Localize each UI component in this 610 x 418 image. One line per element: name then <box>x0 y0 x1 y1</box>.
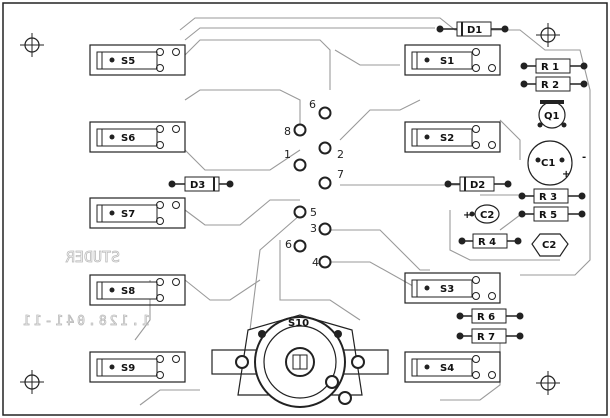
switch-s5: S5 <box>89 44 186 76</box>
copper-traces <box>134 17 591 406</box>
label-r2: R 2 <box>541 80 559 91</box>
switch-s9: S9 <box>89 351 186 383</box>
pad-label-1: 1 <box>284 148 291 161</box>
resistor-r6: R 6 <box>456 308 524 324</box>
label-s5: S5 <box>121 56 135 67</box>
resistor-r5: R 5 <box>518 206 586 222</box>
pad <box>293 239 307 253</box>
label-s1: S1 <box>440 56 454 67</box>
capacitor-c3: C2 <box>531 233 569 257</box>
resistor-r3: R 3 <box>518 188 586 204</box>
diode-d1: D1 <box>436 21 509 37</box>
label-q1: Q1 <box>544 111 560 122</box>
label-r5: R 5 <box>539 210 557 221</box>
pad-label-3: 3 <box>310 222 317 235</box>
c2-plus-mark: + <box>463 210 471 221</box>
label-s10: S10 <box>288 318 309 329</box>
resistor-r7: R 7 <box>456 328 524 344</box>
label-c2: C2 <box>480 210 494 221</box>
pad <box>293 158 307 172</box>
c1-minus-mark: - <box>582 152 586 163</box>
diode-d3: D3 <box>168 176 234 192</box>
label-r4: R 4 <box>478 237 496 248</box>
label-r3: R 3 <box>539 192 557 203</box>
label-s7: S7 <box>121 209 135 220</box>
label-d3: D3 <box>190 180 205 191</box>
mounting-hole <box>20 33 44 57</box>
label-r1: R 1 <box>541 62 559 73</box>
label-c1: C1 <box>541 158 555 169</box>
switch-s3: S3 <box>404 272 501 304</box>
label-s3: S3 <box>440 284 454 295</box>
label-c3: C2 <box>542 240 556 251</box>
pad-label-7: 7 <box>337 168 344 181</box>
label-s4: S4 <box>440 363 454 374</box>
label-s9: S9 <box>121 363 135 374</box>
transistor-q1: Q1 <box>537 100 567 129</box>
label-r7: R 7 <box>477 332 495 343</box>
pad-label-2: 2 <box>337 148 344 161</box>
svg-text:1.128.041-11: 1.128.041-11 <box>20 314 150 329</box>
mounting-hole <box>536 371 560 395</box>
part-number-mirrored: 1.128.041-11 <box>20 314 151 330</box>
pad <box>318 222 332 236</box>
pad-label-5: 5 <box>310 206 317 219</box>
switch-s8: S8 <box>89 274 186 306</box>
rotary-switch-s10: S10 <box>211 314 389 408</box>
capacitor-c1: C1 + - <box>527 140 586 186</box>
pad-label-6: 6 <box>285 238 292 251</box>
mounting-hole <box>536 23 560 47</box>
pad <box>318 141 332 155</box>
switch-s2: S2 <box>404 121 501 153</box>
brand-mark-mirrored: STUDER <box>64 248 120 267</box>
mounting-hole <box>20 370 44 394</box>
resistor-r4: R 4 <box>458 233 522 249</box>
label-s2: S2 <box>440 133 454 144</box>
pad-label-8: 8 <box>284 125 291 138</box>
label-d1: D1 <box>467 25 482 36</box>
resistor-r1: R 1 <box>520 58 588 74</box>
label-r6: R 6 <box>477 312 495 323</box>
switch-s4: S4 <box>404 351 501 383</box>
resistor-r2: R 2 <box>520 76 588 92</box>
pad <box>293 205 307 219</box>
pad-label-9: 9 <box>309 97 316 110</box>
switch-s6: S6 <box>89 121 186 153</box>
switch-s7: S7 <box>89 197 186 229</box>
pad-label-4: 4 <box>312 256 319 269</box>
label-d2: D2 <box>470 180 485 191</box>
switch-s1: S1 <box>404 44 501 76</box>
pad <box>318 106 332 120</box>
capacitor-c2: C2 + <box>463 204 500 224</box>
svg-text:STUDER: STUDER <box>65 248 120 266</box>
pad <box>318 255 332 269</box>
label-s6: S6 <box>121 133 135 144</box>
pad <box>318 176 332 190</box>
c1-plus-mark: + <box>562 169 570 180</box>
pad-grid: 9 8 2 1 7 5 3 6 4 <box>284 97 344 269</box>
pad <box>293 123 307 137</box>
label-s8: S8 <box>121 286 135 297</box>
diode-d2: D2 <box>444 176 512 192</box>
